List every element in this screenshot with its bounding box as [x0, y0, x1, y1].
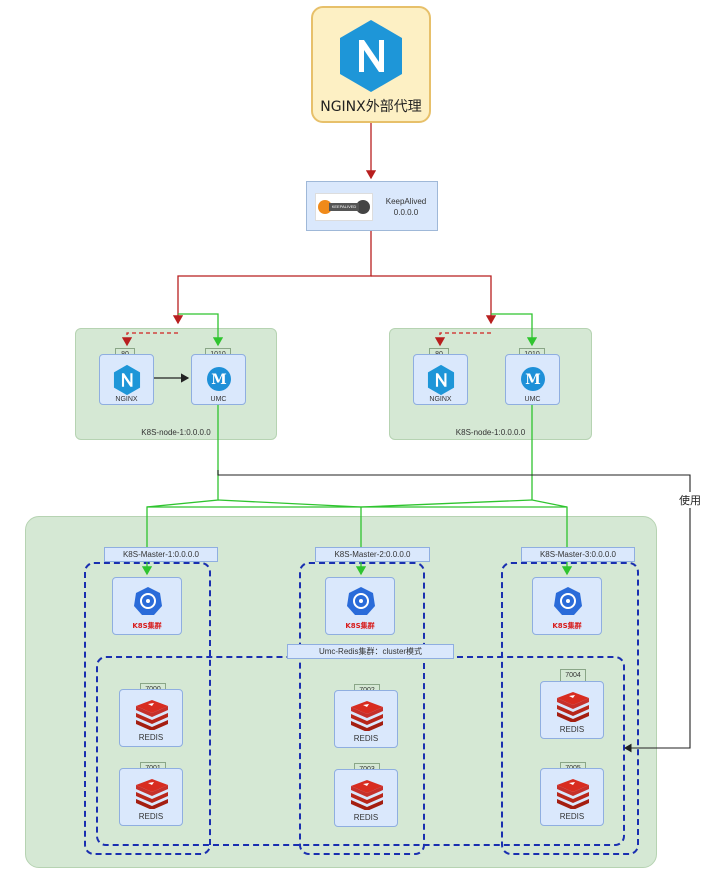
- node2-umc-label: UMC: [524, 396, 541, 403]
- redis-0-label: REDIS: [138, 733, 164, 742]
- master-2-k8s-node: K8S集群: [325, 577, 395, 635]
- redis-3-node: REDIS: [334, 769, 398, 827]
- redis-0-node: REDIS: [119, 689, 183, 747]
- edge-bus-link1: [217, 499, 362, 508]
- master-3-group: [501, 562, 639, 855]
- node1-nginx-label: NGINX: [115, 396, 138, 403]
- redis-icon: [136, 700, 168, 730]
- edge-dash-node2-nginx: [434, 332, 491, 347]
- master-1-label: K8S-Master-1:0.0.0.0: [104, 547, 218, 562]
- node1-nginx-service: NGINX: [99, 354, 154, 405]
- edge-use-label: 使用: [679, 492, 701, 508]
- master-3-k8s-node: K8S集群: [532, 577, 602, 635]
- nginx-logo-icon: [340, 20, 402, 92]
- edge-green-node1-umc: [178, 313, 224, 347]
- redis-5-label: REDIS: [559, 812, 585, 821]
- redis-cluster-label: Umc-Redis集群：cluster模式: [287, 644, 454, 659]
- edge-umc1-masters: [141, 405, 219, 576]
- node2-nginx-label: NGINX: [429, 396, 452, 403]
- edge-dash-node1-nginx: [121, 332, 178, 347]
- svg-text:M: M: [211, 372, 227, 388]
- kubernetes-icon: [554, 587, 582, 615]
- redis-icon: [136, 779, 168, 809]
- edge-keepalived-node2: [371, 275, 497, 325]
- redis-icon: [557, 779, 589, 809]
- node2-nginx-service: NGINX: [413, 354, 468, 405]
- redis-4-node: REDIS: [540, 681, 604, 739]
- edge-use: [217, 470, 691, 753]
- master-3-k8s-label: K8S集群: [552, 622, 582, 630]
- node2-caption: K8S-node-1:0.0.0.0: [455, 428, 526, 437]
- node2-umc-service: M UMC: [505, 354, 560, 405]
- master-2-label: K8S-Master-2:0.0.0.0: [315, 547, 430, 562]
- node1-caption: K8S-node-1:0.0.0.0: [141, 428, 211, 437]
- keepalived-name: KeepAlived: [385, 197, 427, 206]
- master-1-k8s-label: K8S集群: [132, 622, 162, 630]
- redis-icon: [351, 780, 383, 810]
- redis-1-node: REDIS: [119, 768, 183, 826]
- redis-icon: [351, 701, 383, 731]
- umc-m-icon: M: [521, 367, 545, 391]
- master-2-k8s-label: K8S集群: [345, 622, 375, 630]
- kubernetes-icon: [134, 587, 162, 615]
- nginx-proxy-node: NGINX外部代理: [311, 6, 431, 123]
- redis-3-label: REDIS: [353, 813, 379, 822]
- redis-2-label: REDIS: [353, 734, 379, 743]
- umc-m-icon: M: [207, 367, 231, 391]
- edge-green-node2-umc: [491, 313, 538, 347]
- node1-umc-label: UMC: [210, 396, 227, 403]
- master-1-k8s-node: K8S集群: [112, 577, 182, 635]
- kubernetes-icon: [347, 587, 375, 615]
- redis-5-node: REDIS: [540, 768, 604, 826]
- keepalived-ip: 0.0.0.0: [393, 208, 419, 217]
- edge-umc2-masters: [531, 405, 573, 576]
- master-2-group: [299, 562, 425, 855]
- redis-4-label: REDIS: [559, 725, 585, 734]
- edge-bus-link2: [360, 499, 533, 508]
- svg-text:M: M: [525, 372, 541, 388]
- keepalived-logo-text: KEEPALIVED: [331, 204, 357, 209]
- node1-umc-service: M UMC: [191, 354, 246, 405]
- nginx-icon: [113, 364, 141, 396]
- redis-icon: [557, 692, 589, 722]
- redis-1-label: REDIS: [138, 812, 164, 821]
- nginx-icon: [427, 364, 455, 396]
- keepalived-logo-icon: KEEPALIVED: [315, 193, 373, 221]
- keepalived-node: KEEPALIVED KeepAlived 0.0.0.0: [306, 181, 438, 231]
- edge-keepalived-node1: [172, 231, 372, 325]
- redis-2-node: REDIS: [334, 690, 398, 748]
- proxy-label: NGINX外部代理: [320, 99, 422, 115]
- master-3-label: K8S-Master-3:0.0.0.0: [521, 547, 635, 562]
